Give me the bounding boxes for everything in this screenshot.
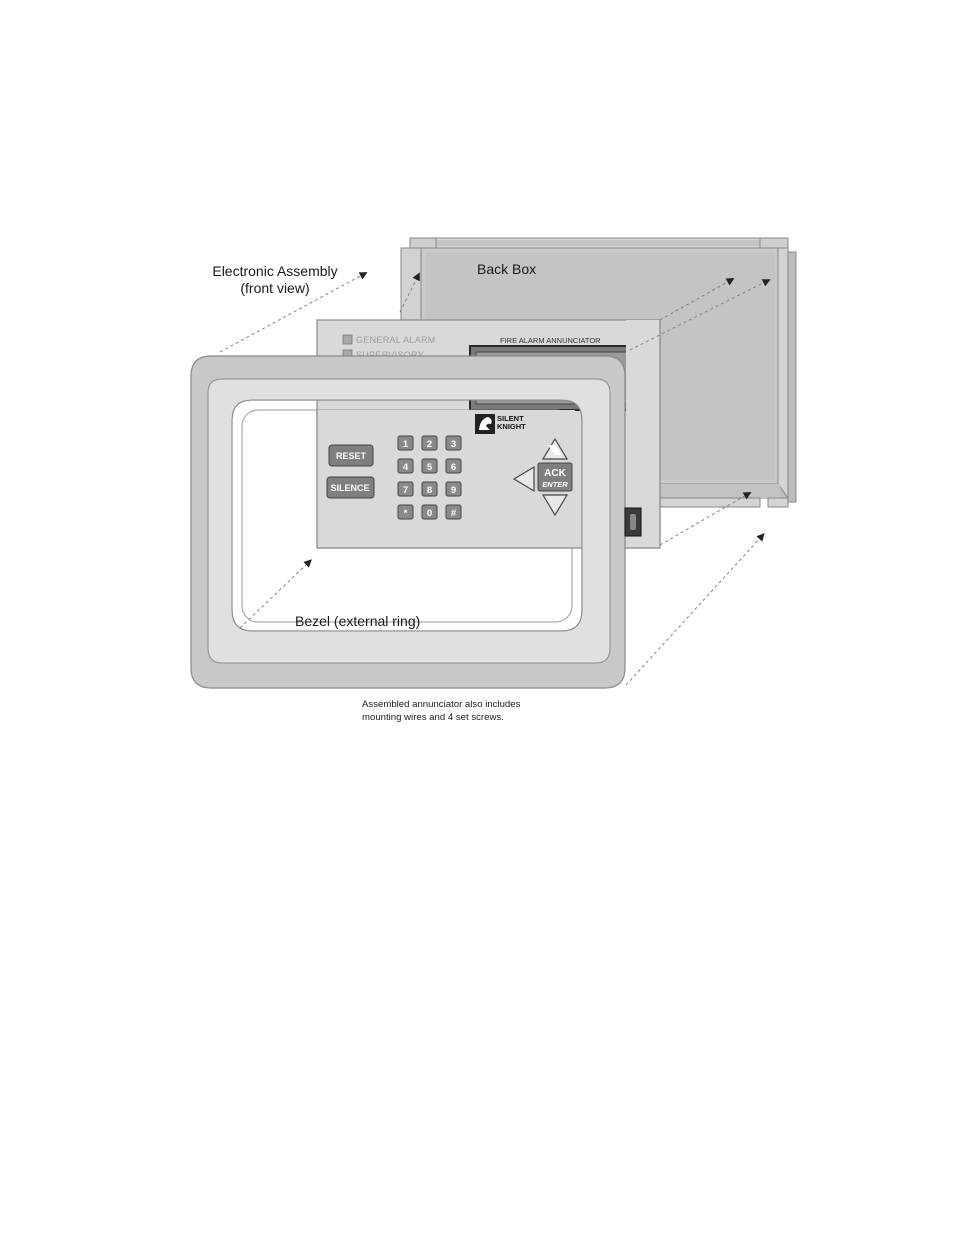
keypad-key[interactable]: 2	[421, 435, 438, 451]
bezel	[190, 355, 626, 689]
nav-cluster: ACK ENTER	[512, 437, 573, 517]
ack-enter-button[interactable]: ACK ENTER	[537, 462, 573, 492]
keypad-key[interactable]: 0	[421, 504, 438, 520]
keypad: 1 2 3 4 5 6 7 8 9 * 0 #	[397, 435, 462, 520]
enter-label: ENTER	[542, 480, 568, 489]
keypad-key[interactable]: *	[397, 504, 414, 520]
led-general-alarm	[342, 334, 353, 345]
assembly-note-line1: Assembled annunciator also includes	[362, 699, 521, 710]
keypad-key-label: 3	[451, 439, 456, 450]
led-label-supervisory: SUPERVISORY	[356, 350, 424, 360]
keypad-key-label: 4	[403, 462, 409, 473]
silence-button[interactable]: SILENCE	[326, 476, 375, 499]
silence-button-label: SILENCE	[330, 483, 369, 493]
assembly-note-line2: mounting wires and 4 set screws.	[362, 711, 504, 723]
keypad-key[interactable]: #	[445, 504, 462, 520]
arrow-back-box-left	[399, 272, 420, 313]
assembly-note: Assembled annunciator also includes moun…	[362, 699, 622, 724]
keypad-key[interactable]: 7	[397, 481, 414, 497]
back-box-right-wall	[777, 247, 789, 499]
arrow-back-box-bottom	[659, 491, 752, 546]
silent-knight-logo: SILENT KNIGHT	[475, 414, 526, 434]
brand-line-2: KNIGHT	[497, 422, 526, 431]
callout-electronic-assembly-line2: (front view)	[240, 280, 310, 296]
keypad-key-label: 6	[451, 462, 456, 473]
keypad-key[interactable]: 4	[397, 458, 414, 474]
led-label-general-alarm: GENERAL ALARM	[356, 335, 436, 345]
display-title: FIRE ALARM ANNUNCIATOR	[500, 336, 601, 345]
callout-bezel: Bezel (external ring)	[295, 613, 421, 629]
callout-electronic-assembly: Electronic Assembly (front view)	[198, 263, 352, 297]
keypad-key-label: 2	[427, 439, 432, 450]
arrow-back-box-top	[659, 278, 735, 321]
reset-button-label: RESET	[336, 451, 367, 461]
left-arrow-button[interactable]	[512, 465, 535, 493]
keypad-key-label: *	[404, 508, 408, 519]
keypad-key-label: 8	[427, 485, 432, 496]
keypad-key[interactable]: 9	[445, 481, 462, 497]
back-box-left-wall	[400, 247, 422, 321]
keypad-key-label: 5	[427, 462, 433, 473]
keypad-key[interactable]: 3	[445, 435, 462, 451]
keypad-key-label: 0	[427, 508, 432, 519]
down-arrow-button[interactable]	[541, 494, 569, 517]
callout-arrows	[219, 272, 771, 686]
keypad-key[interactable]: 1	[397, 435, 414, 451]
reset-button[interactable]: RESET	[328, 444, 374, 467]
ack-label: ACK	[544, 468, 566, 479]
arrow-back-box-right	[629, 279, 771, 351]
callout-back-box: Back Box	[477, 261, 537, 277]
keypad-key[interactable]: 6	[445, 458, 462, 474]
arrow-bezel	[239, 559, 312, 629]
callout-electronic-assembly-line1: Electronic Assembly	[212, 263, 338, 279]
arrow-bezel-outer	[625, 533, 765, 686]
keypad-key[interactable]: 8	[421, 481, 438, 497]
keypad-key[interactable]: 5	[421, 458, 438, 474]
keypad-key-label: 7	[403, 485, 408, 496]
keypad-key-label: 1	[403, 439, 409, 450]
brand-line-1: SILENT	[497, 414, 524, 423]
keypad-key-label: 9	[451, 485, 456, 496]
keypad-key-label: #	[451, 508, 457, 519]
